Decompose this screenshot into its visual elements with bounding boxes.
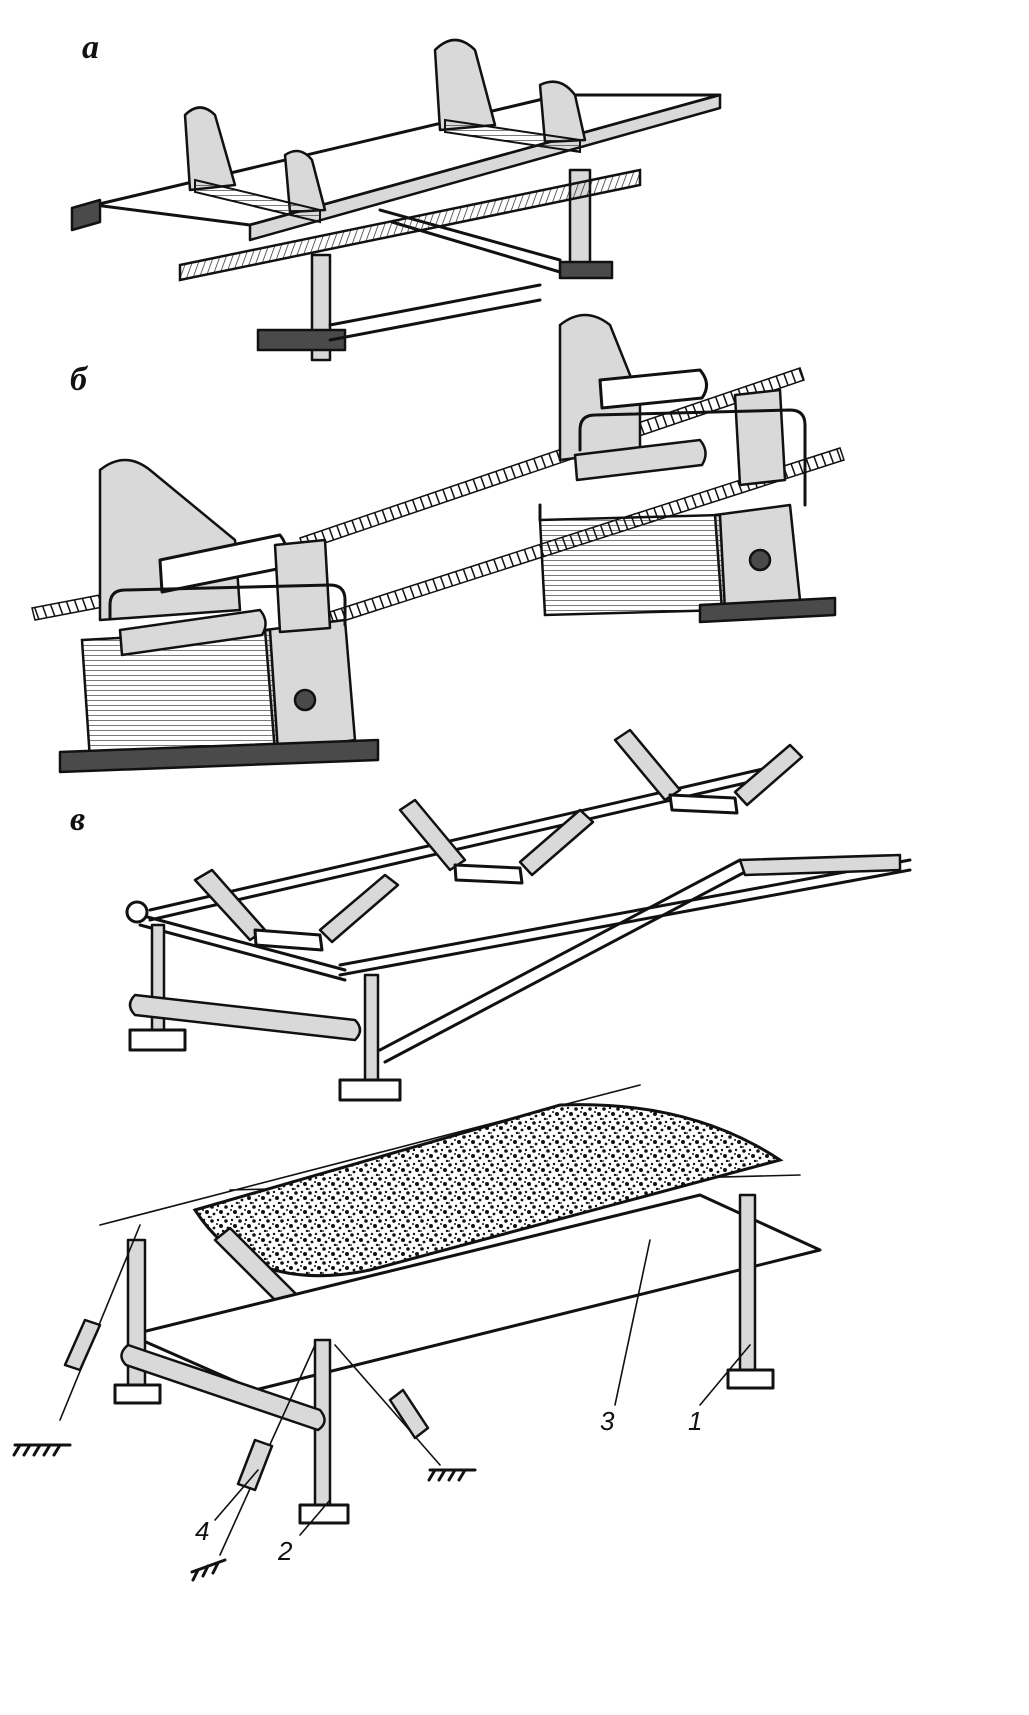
- panel-c-rod-front: [338, 858, 912, 977]
- panel-b-right-bracket: [733, 388, 787, 487]
- panel-b-rope-left-stub: [31, 593, 109, 621]
- callout-1-leader: [699, 1344, 751, 1406]
- panel-c-lower-tube: [128, 993, 362, 1042]
- panel-d-ground-anchor-right: [427, 1468, 477, 1482]
- panel-b-right-lock-icon: [748, 548, 772, 572]
- panel-c-leg-2: [363, 973, 380, 1082]
- panel-b-left-base: [58, 738, 380, 774]
- callout-1-label: 1: [688, 1406, 702, 1436]
- panel-b: б: [31, 313, 845, 774]
- callout-2-leader: [299, 1499, 331, 1536]
- panel-a-side-channel: [178, 168, 642, 282]
- panel-c-strut-arm: [738, 853, 902, 877]
- callout-4-leader: [214, 1469, 259, 1521]
- panel-a: а: [70, 29, 722, 362]
- panel-c-idler-set-2: [398, 798, 595, 885]
- panel-b-left-cheek: [98, 458, 242, 622]
- panel-d-guy-wire-right: [334, 1344, 441, 1466]
- panel-d-ground-anchor-left: [12, 1443, 72, 1457]
- panel-b-right-frame-loop: [578, 408, 807, 507]
- panel-b-left-roller-under: [118, 608, 267, 657]
- panel-c-label: в: [70, 801, 85, 838]
- panel-a-foot-front: [256, 328, 347, 352]
- panel-d-turnbuckle-right: [388, 1388, 430, 1440]
- panel-d-guy-wire-left: [59, 1224, 141, 1421]
- panel-c-foot-2: [338, 1078, 402, 1102]
- panel-c-idler-set-3: [613, 728, 804, 815]
- callout-2-label: 2: [277, 1536, 293, 1566]
- panel-d-foot-1: [113, 1383, 162, 1405]
- panel-d-foot-2: [298, 1503, 350, 1525]
- panel-c-idler-set-1: [193, 868, 400, 952]
- panel-c-foot-1: [128, 1028, 187, 1052]
- callout-3-label: 3: [600, 1406, 615, 1436]
- panel-c-diagonal-strut: [378, 858, 747, 1064]
- panel-d: 1 2 3 4: [12, 1084, 822, 1582]
- panel-a-bracket-left: [183, 106, 237, 192]
- panel-c: в: [70, 728, 912, 1102]
- panel-a-lower-rail: [328, 283, 542, 342]
- panel-a-bracket-bar-right: [444, 118, 581, 154]
- callout-4-label: 4: [195, 1516, 209, 1546]
- panel-a-bracket-left-inner: [283, 149, 327, 214]
- panel-a-bracket-bar-left: [194, 178, 321, 224]
- panel-a-label: а: [82, 29, 99, 66]
- panel-b-left-pedestal: [263, 618, 357, 754]
- panel-d-foot-3: [726, 1368, 775, 1390]
- callout-3-leader: [614, 1239, 651, 1406]
- panel-b-right-roller-under: [573, 438, 707, 482]
- panel-b-label: б: [70, 361, 89, 398]
- panel-a-foot-back: [558, 260, 614, 280]
- panel-d-return-plate: [128, 1193, 822, 1392]
- panel-d-turnbuckle-left: [63, 1318, 102, 1372]
- panel-d-turnbuckle-front: [236, 1438, 274, 1492]
- panel-c-rod-end-cap: [125, 900, 149, 924]
- panel-b-left-lock-icon: [293, 688, 317, 712]
- panel-a-bracket-right: [433, 38, 497, 132]
- panel-d-lower-tube: [120, 1343, 326, 1432]
- panel-c-rod-back: [148, 763, 782, 922]
- panel-a-bracket-right-inner: [538, 80, 587, 144]
- panel-b-left-pedestal-front: [80, 628, 280, 762]
- panel-b-left-frame-loop: [108, 583, 347, 627]
- panel-b-right-pedestal-front: [538, 513, 727, 617]
- panel-d-ground-anchor-front: [190, 1558, 227, 1582]
- panel-c-crossbar-left: [138, 913, 347, 982]
- panel-b-right-base: [698, 596, 837, 624]
- panel-a-end-channel: [70, 198, 102, 232]
- panel-b-right-roller: [598, 368, 708, 410]
